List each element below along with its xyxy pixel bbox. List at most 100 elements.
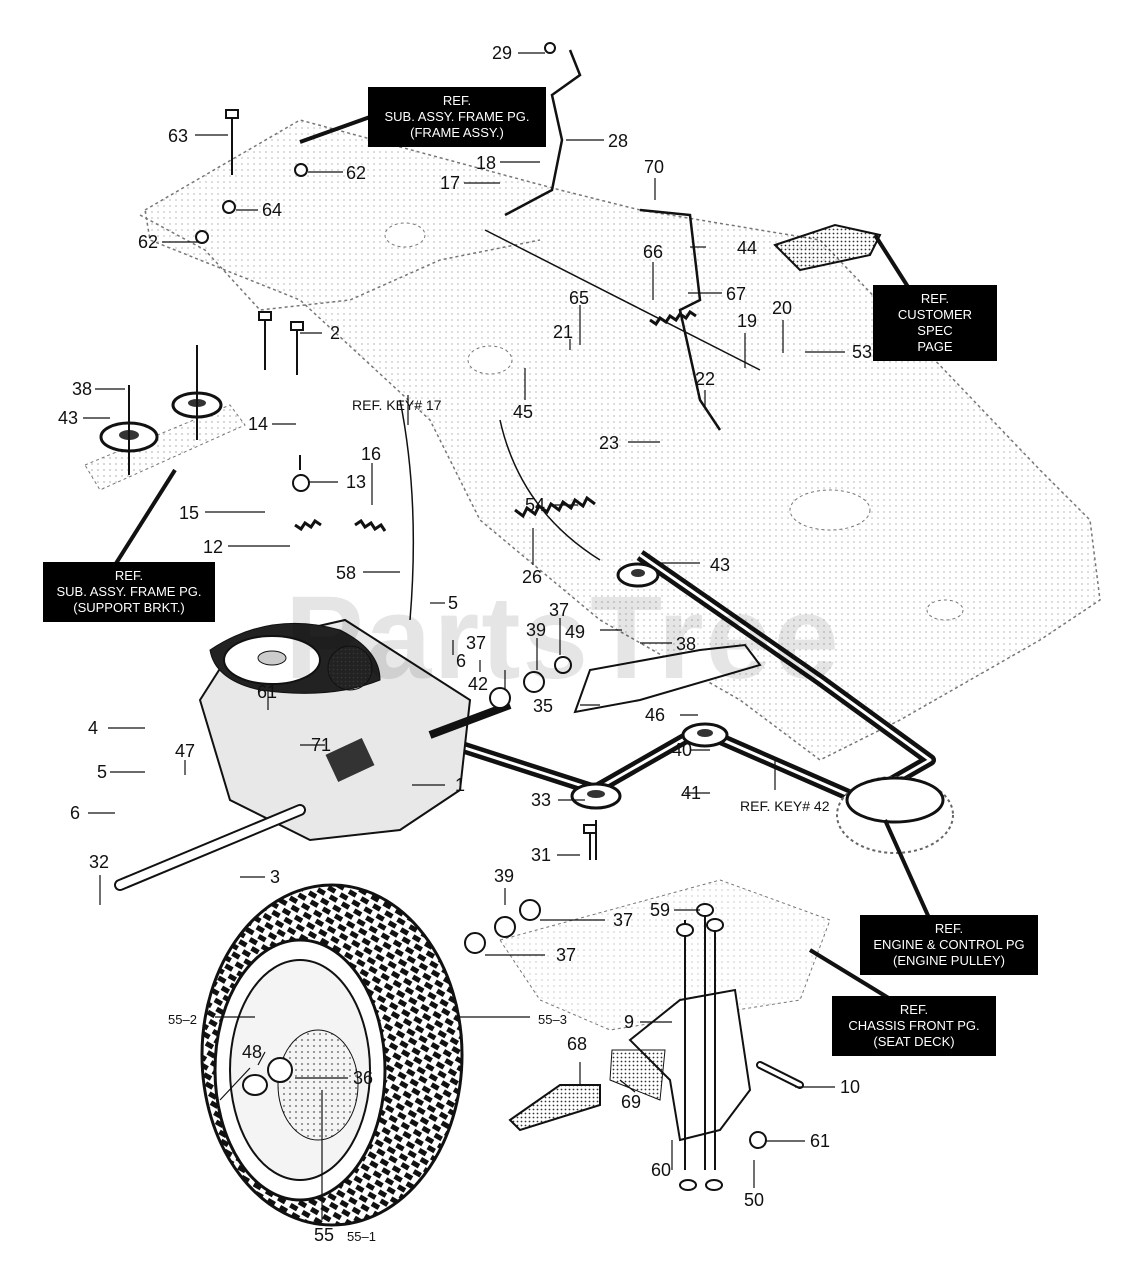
part-number-60: 60: [651, 1160, 672, 1180]
part-number-15: 15: [179, 503, 200, 523]
callout-pointers: [113, 115, 932, 1007]
part-number-10: 10: [840, 1077, 861, 1097]
part-number-20: 20: [772, 298, 793, 318]
part-number-62: 62: [346, 163, 367, 183]
part-number-35: 35: [533, 696, 554, 716]
part-number-48: 48: [242, 1042, 263, 1062]
part-number-29: 29: [492, 43, 513, 63]
part-number-14: 14: [248, 414, 269, 434]
part-number-40: 40: [672, 740, 693, 760]
part-number-41: 41: [681, 783, 702, 803]
part-number-28: 28: [608, 131, 629, 151]
part-number-5: 5: [448, 593, 459, 613]
part-number-70: 70: [644, 157, 665, 177]
part-number-53: 53: [852, 342, 873, 362]
callout-line: (ENGINE PULLEY): [893, 953, 1005, 968]
callout-line: CHASSIS FRONT PG.: [848, 1018, 980, 1033]
part-number-4: 4: [88, 718, 99, 738]
part-number-9: 9: [624, 1012, 635, 1032]
part-number-6: 6: [70, 803, 81, 823]
part-number-3: 3: [270, 867, 281, 887]
callout-line: REF.: [920, 291, 950, 306]
callout-line: REF.: [934, 921, 964, 936]
part-number-46: 46: [645, 705, 666, 725]
part-number-13: 13: [346, 472, 367, 492]
callout-line: (SUPPORT BRKT.): [73, 600, 185, 615]
idler-pulley-33: [570, 782, 622, 860]
part-number-17: 17: [440, 173, 461, 193]
part-number-38: 38: [72, 379, 93, 399]
callout-line: PAGE: [917, 339, 953, 354]
part-number-55: 55: [314, 1225, 335, 1245]
idler-arm: [573, 643, 762, 714]
frame-assembly: [139, 119, 1101, 761]
callout-seat-deck: REF. CHASSIS FRONT PG. (SEAT DECK): [832, 996, 996, 1056]
idler-pulley-43: [616, 562, 660, 588]
transaxle: [114, 618, 512, 891]
ref-key-42-label: REF. KEY# 42: [740, 798, 830, 814]
part-number-32: 32: [89, 852, 110, 872]
part-number-21: 21: [553, 322, 574, 342]
part-number-16: 16: [361, 444, 382, 464]
pedal-pad-customer: [773, 223, 882, 272]
idler-pulley-upper: [171, 345, 223, 440]
callout-support-brkt: REF. SUB. ASSY. FRAME PG. (SUPPORT BRKT.…: [43, 562, 215, 622]
part-number-5: 5: [97, 762, 108, 782]
part-number-55-1: 55–1: [347, 1229, 376, 1244]
part-number-62: 62: [138, 232, 159, 252]
callout-line: REF.: [899, 1002, 929, 1017]
callout-line: CUSTOMER SPEC: [897, 307, 973, 338]
pedal-pad-68: [508, 1084, 601, 1132]
part-number-55-2: 55–2: [168, 1012, 197, 1027]
part-number-19: 19: [737, 311, 758, 331]
part-number-61: 61: [257, 682, 278, 702]
part-number-44: 44: [737, 238, 758, 258]
callout-line: SUB. ASSY. FRAME PG.: [56, 584, 202, 599]
part-number-55-3: 55–3: [538, 1012, 567, 1027]
part-number-12: 12: [203, 537, 224, 557]
part-number-39: 39: [526, 620, 547, 640]
callout-engine-pulley: REF. ENGINE & CONTROL PG (ENGINE PULLEY): [860, 915, 1038, 975]
control-rods: [399, 49, 761, 621]
part-number-37: 37: [556, 945, 577, 965]
callout-line: REF.: [114, 568, 144, 583]
rear-tire: [200, 883, 464, 1227]
part-number-66: 66: [643, 242, 664, 262]
callout-line: REF.: [442, 93, 472, 108]
idler-pulley-left: [99, 385, 159, 475]
part-number-59: 59: [650, 900, 671, 920]
support-bracket: [84, 404, 246, 491]
part-number-61: 61: [810, 1131, 831, 1151]
watermark: PartsTree: [285, 572, 841, 704]
springs: [294, 309, 697, 532]
callout-line: (SEAT DECK): [873, 1034, 955, 1049]
part-number-36: 36: [353, 1068, 374, 1088]
idler-pulley-40: [681, 722, 729, 748]
part-number-39: 39: [494, 866, 515, 886]
part-number-18: 18: [476, 153, 497, 173]
brake-bracket: [609, 988, 804, 1142]
part-number-65: 65: [569, 288, 590, 308]
part-number-69: 69: [621, 1092, 642, 1112]
part-number-2: 2: [330, 323, 341, 343]
part-number-6: 6: [456, 651, 467, 671]
part-number-68: 68: [567, 1034, 588, 1054]
part-number-49: 49: [565, 622, 586, 642]
part-number-67: 67: [726, 284, 747, 304]
part-number-37: 37: [466, 633, 487, 653]
part-number-43: 43: [58, 408, 79, 428]
leader-lines: [83, 52, 845, 1220]
callout-line: ENGINE & CONTROL PG: [873, 937, 1025, 952]
part-number-22: 22: [695, 369, 716, 389]
part-number-64: 64: [262, 200, 283, 220]
callout-frame-assy: REF. SUB. ASSY. FRAME PG. (FRAME ASSY.): [368, 87, 546, 147]
part-number-38: 38: [676, 634, 697, 654]
part-number-71: 71: [311, 735, 332, 755]
part-number-23: 23: [599, 433, 620, 453]
callout-customer-spec: REF. CUSTOMER SPEC PAGE: [873, 285, 997, 361]
callout-line: SUB. ASSY. FRAME PG.: [384, 109, 530, 124]
part-number-37: 37: [613, 910, 634, 930]
fasteners: [195, 42, 767, 1191]
callout-line: (FRAME ASSY.): [410, 125, 504, 140]
